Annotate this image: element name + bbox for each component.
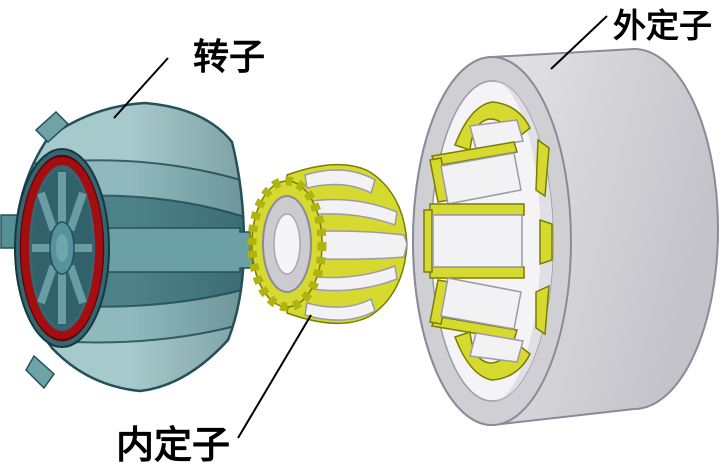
outer-stator-poles xyxy=(423,101,553,381)
rotor-upper-nub xyxy=(34,110,70,144)
outer-stator-illustration xyxy=(412,47,719,427)
inner-stator-illustration xyxy=(247,164,408,324)
inner-stator-bore xyxy=(273,213,301,275)
rotor-lower-nub xyxy=(25,354,55,390)
outer-stator-label: 外定子 xyxy=(613,7,712,45)
inner-stator-leader-line xyxy=(237,314,312,439)
inner-stator-gear-teeth xyxy=(247,176,327,312)
inner-stator-laminations xyxy=(297,169,408,321)
rotor-label: 转子 xyxy=(193,37,265,77)
outer-stator-leader-line xyxy=(550,15,608,70)
inner-stator-gear-face xyxy=(247,176,327,312)
rotor-face xyxy=(14,148,110,348)
rotor-spokes xyxy=(32,172,92,324)
annotations: 转子 外定子 内定子 xyxy=(113,7,712,465)
inner-stator-label: 内定子 xyxy=(116,425,230,465)
rotor-red-ring xyxy=(21,157,103,339)
rotor-leader-line xyxy=(113,57,169,119)
